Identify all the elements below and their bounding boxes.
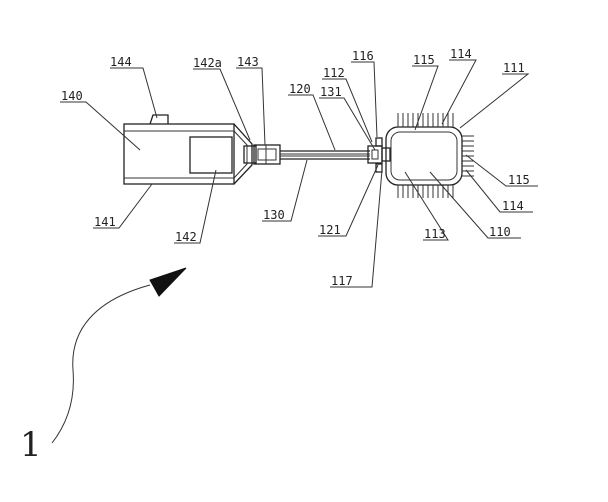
label-144: 144 [110, 55, 132, 69]
rod-120 [280, 145, 391, 164]
clip-117 [375, 163, 383, 173]
battery-142 [189, 136, 233, 174]
label-142: 142 [175, 230, 197, 244]
clip-116 [375, 137, 383, 147]
arrow-1 [51, 267, 187, 444]
joint-131 [367, 145, 383, 164]
label-141: 141 [94, 215, 116, 229]
label-121: 121 [319, 223, 341, 237]
label-114-top: 114 [450, 47, 472, 61]
label-143: 143 [237, 55, 259, 69]
label-115-right: 115 [508, 173, 530, 187]
brush-head-110 [375, 113, 474, 198]
label-120: 120 [289, 82, 311, 96]
connector-143 [253, 144, 281, 165]
bristles-bottom [397, 185, 454, 198]
label-112: 112 [323, 66, 345, 80]
leader-lines [60, 59, 538, 288]
handle-140 [123, 114, 257, 185]
label-110: 110 [489, 225, 511, 239]
reference-labels: 144 142a 143 116 115 114 111 140 120 112… [20, 47, 530, 465]
label-131: 131 [320, 85, 342, 99]
arrowhead [149, 267, 187, 297]
label-113: 113 [424, 227, 446, 241]
label-111: 111 [503, 61, 525, 75]
handle-body [123, 123, 235, 185]
label-114-right: 114 [502, 199, 524, 213]
bristles-top [397, 113, 454, 127]
label-130: 130 [263, 208, 285, 222]
label-142a: 142a [193, 56, 222, 70]
label-figure-1: 1 [20, 425, 42, 465]
button-144 [149, 114, 169, 125]
label-140: 140 [61, 89, 83, 103]
label-117: 117 [331, 274, 353, 288]
label-116: 116 [352, 49, 374, 63]
label-115-top: 115 [413, 53, 435, 67]
